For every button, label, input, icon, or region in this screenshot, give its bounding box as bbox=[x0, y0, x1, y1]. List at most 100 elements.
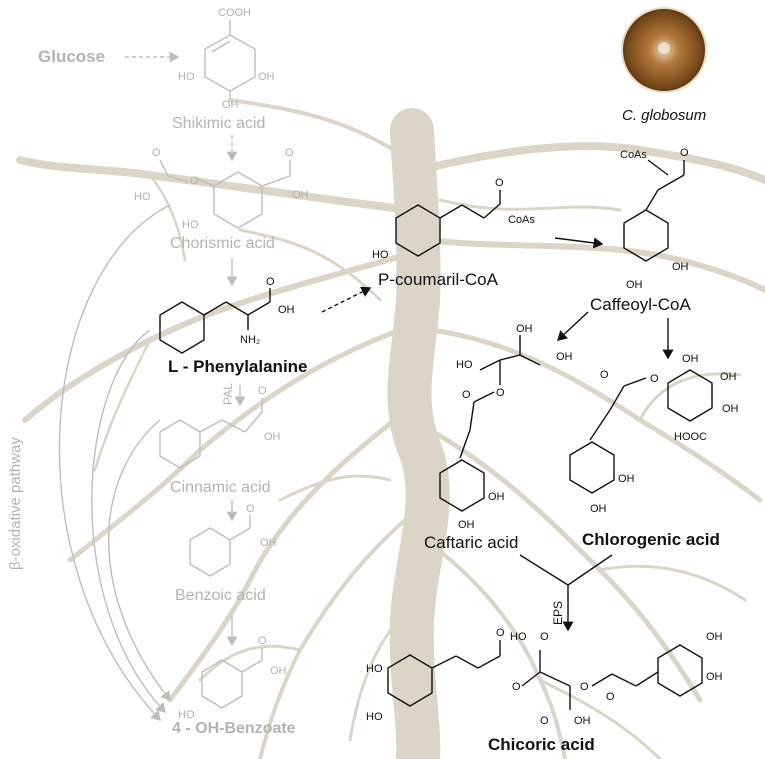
bond-line bbox=[521, 671, 541, 687]
bond-line bbox=[455, 655, 479, 669]
bond-line bbox=[439, 459, 485, 512]
bond-line bbox=[229, 527, 251, 541]
caftaric-acid-label: Caftaric acid bbox=[424, 533, 518, 552]
caftaric-acid-structure: OH OH HO O O OH OH bbox=[439, 323, 573, 531]
phenylalanine-label: L - Phenylalanine bbox=[168, 357, 308, 376]
atom-label: O bbox=[246, 503, 255, 515]
atom-label: HO bbox=[178, 71, 195, 83]
bond-line bbox=[159, 419, 201, 469]
bond-line bbox=[647, 159, 669, 176]
atom-label: O bbox=[266, 276, 275, 288]
bond-line bbox=[431, 655, 457, 669]
atom-label: OH bbox=[618, 473, 635, 485]
chlorogenic-acid-label: Chlorogenic acid bbox=[582, 530, 720, 549]
shikimic-acid-structure: COOH HO OH OH bbox=[178, 7, 275, 111]
atom-label: O bbox=[606, 691, 615, 703]
atom-label: O bbox=[650, 373, 659, 385]
bond-line bbox=[148, 173, 187, 262]
bond-line bbox=[201, 659, 243, 709]
atom-label: OH bbox=[260, 537, 277, 549]
bond-line bbox=[423, 538, 567, 759]
atom-label: OH bbox=[722, 403, 739, 415]
bond-line bbox=[519, 554, 569, 586]
bond-line bbox=[598, 564, 747, 602]
bond-line bbox=[348, 598, 422, 742]
bond-line bbox=[477, 655, 501, 669]
atom-label: O bbox=[152, 147, 161, 159]
plate-ring bbox=[621, 7, 707, 93]
bond-line bbox=[623, 377, 647, 387]
atom-label: O bbox=[496, 387, 505, 399]
atom-label: HO bbox=[366, 711, 383, 723]
bond-line bbox=[499, 354, 521, 361]
cinnamic-acid-label: Cinnamic acid bbox=[170, 479, 270, 496]
atom-label: OH bbox=[222, 99, 239, 111]
bond-line bbox=[189, 527, 231, 577]
bond-line bbox=[58, 204, 171, 722]
bond-line bbox=[645, 189, 659, 211]
atom-label: OH bbox=[292, 189, 309, 201]
bond-line bbox=[402, 130, 427, 310]
atom-label: HOOC bbox=[674, 431, 707, 443]
hydroxybenzoate-label: 4 - OH-Benzoate bbox=[172, 720, 296, 737]
bond-line bbox=[459, 429, 471, 459]
bond-line bbox=[427, 327, 763, 503]
atom-label: OH bbox=[706, 671, 723, 683]
atom-label: COOH bbox=[218, 7, 251, 19]
bond-line bbox=[567, 554, 613, 586]
bond-line bbox=[638, 372, 742, 422]
hydroxybenzoate-structure: O OH HO bbox=[178, 635, 287, 721]
atom-label: OH bbox=[672, 261, 689, 273]
bond-line bbox=[228, 98, 412, 162]
atom-label: O bbox=[540, 631, 549, 643]
glucose-label: Glucose bbox=[38, 47, 105, 66]
bond-line bbox=[241, 659, 263, 673]
bond-line bbox=[473, 391, 495, 403]
bond-line bbox=[657, 174, 685, 191]
atom-label: O bbox=[190, 175, 199, 187]
beta-oxidative-arrows bbox=[58, 204, 171, 722]
bond-line bbox=[611, 673, 637, 687]
chicoric-acid-label: Chicoric acid bbox=[488, 735, 595, 754]
bond-line bbox=[469, 401, 475, 431]
atom-label: O bbox=[496, 627, 505, 639]
eps-enzyme-label: EPS bbox=[551, 601, 565, 625]
chicoric-acid-structure: HO HO O O HO O O OH O O OH OH bbox=[366, 627, 723, 727]
bond-line bbox=[623, 209, 669, 262]
bond-line bbox=[667, 369, 713, 422]
glucose-node: Glucose bbox=[38, 47, 105, 66]
shikimic-acid-label: Shikimic acid bbox=[172, 115, 265, 132]
bond-line bbox=[635, 671, 659, 687]
bond-line bbox=[569, 441, 615, 494]
atom-label: OH bbox=[278, 304, 295, 316]
bond-line bbox=[609, 385, 625, 411]
bond-line bbox=[203, 301, 227, 316]
caffeoyl-coa-structure: O CoAs OH OH bbox=[620, 147, 689, 291]
bond-line bbox=[108, 419, 171, 702]
bond-line bbox=[167, 175, 189, 183]
bond-line bbox=[278, 474, 392, 502]
atom-label: OH bbox=[270, 665, 287, 677]
atom-label: OH bbox=[264, 431, 281, 443]
atom-label: OH bbox=[626, 279, 643, 291]
bond-line bbox=[225, 301, 249, 316]
bond-line bbox=[247, 301, 271, 316]
bond-line bbox=[261, 175, 291, 187]
caffeoyl-coa-label: Caffeoyl-CoA bbox=[590, 295, 691, 314]
bond-line bbox=[657, 644, 703, 697]
atom-label: O bbox=[462, 389, 471, 401]
atom-label: OH bbox=[574, 715, 591, 727]
atom-label: HO bbox=[510, 631, 527, 643]
bond-line bbox=[244, 411, 263, 433]
coumaroyl-coa-structure: O CoAs HO bbox=[372, 177, 535, 261]
bond-line bbox=[422, 237, 765, 293]
plate-ring bbox=[658, 42, 670, 54]
atom-label: O bbox=[580, 681, 589, 693]
atom-label: O bbox=[258, 635, 267, 647]
bond-line bbox=[22, 252, 408, 423]
cinnamic-acid-structure: O OH bbox=[159, 385, 281, 469]
organism-name-label: C. globosum bbox=[622, 107, 706, 124]
atom-label: CoAs bbox=[508, 214, 535, 226]
chlorogenic-acid-structure: OH OH OH HOOC O O OH OH bbox=[569, 353, 739, 515]
atom-label: OH bbox=[258, 71, 275, 83]
